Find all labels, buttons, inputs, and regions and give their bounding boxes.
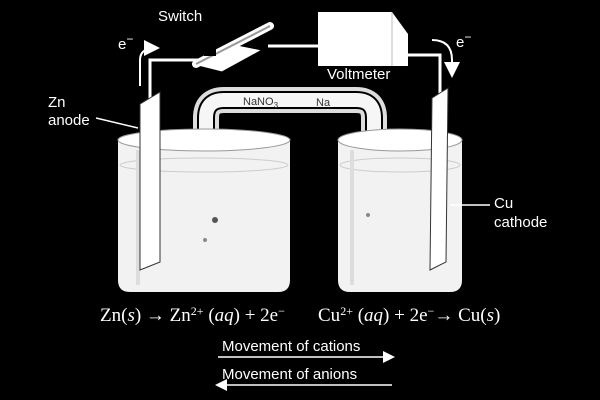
salt-bridge-label-right: Na — [316, 97, 331, 109]
cu-cathode-label: Cu cathode — [494, 195, 548, 231]
anode-equation: Zn(s) → Zn2+ (aq) + 2e− — [100, 304, 285, 326]
zn-anode-label: Zn anode — [48, 94, 90, 129]
cu-cathode-electrode — [429, 87, 449, 271]
switch-label: Switch — [158, 8, 203, 25]
voltmeter-label: Voltmeter — [327, 66, 391, 83]
movement-anions-label: Movement of anions — [222, 366, 358, 383]
salt-bridge-label-left: NaNO3 — [243, 96, 279, 111]
left-beaker — [117, 128, 291, 292]
electron-label-left: e− — [118, 32, 134, 53]
electron-arrow-left-icon — [139, 40, 160, 86]
electron-label-right: e− — [456, 30, 472, 51]
cathode-equation: Cu2+ (aq) + 2e−→ Cu(s) — [318, 304, 501, 326]
electron-arrow-right-icon — [431, 39, 460, 78]
salt-bridge — [193, 87, 387, 218]
switch-icon[interactable] — [188, 22, 274, 73]
voltmeter-icon — [318, 12, 408, 66]
zn-anode-pointer — [95, 117, 139, 129]
zn-anode-electrode — [139, 91, 161, 271]
movement-cations-label: Movement of cations — [222, 338, 361, 355]
